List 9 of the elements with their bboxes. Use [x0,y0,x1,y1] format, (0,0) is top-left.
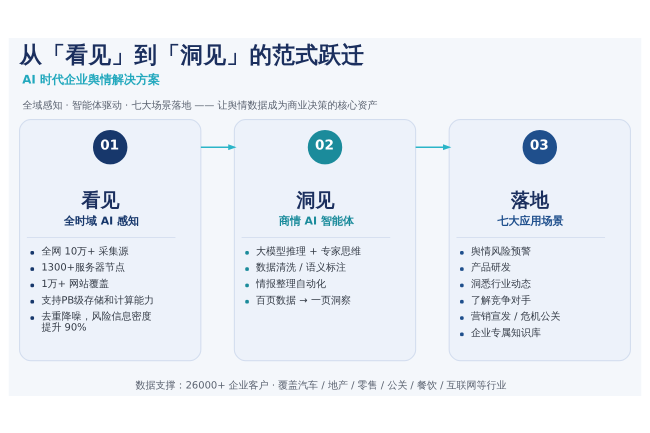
label: AI 时代企业舆情解决方案 [22,72,160,86]
label: 全域感知 · 智能体驱动 · 七大场景落地 —— 让舆情数据成为商业决策的核心资产 [22,100,378,112]
node-circle: 02 [308,130,342,164]
node-circle: 03 [522,130,558,164]
node-circle: 01 [92,130,128,164]
label: 数据支撑：26000+ 企业客户 · 覆盖汽车 / 地产 / 零售 / 公关 / 餐饮 / 互联网等行业 [136,380,507,392]
arrow [416,144,452,150]
arrow [200,144,237,150]
diagram-title: 从「看见」到「洞见」的范式跃迁 [20,42,365,68]
